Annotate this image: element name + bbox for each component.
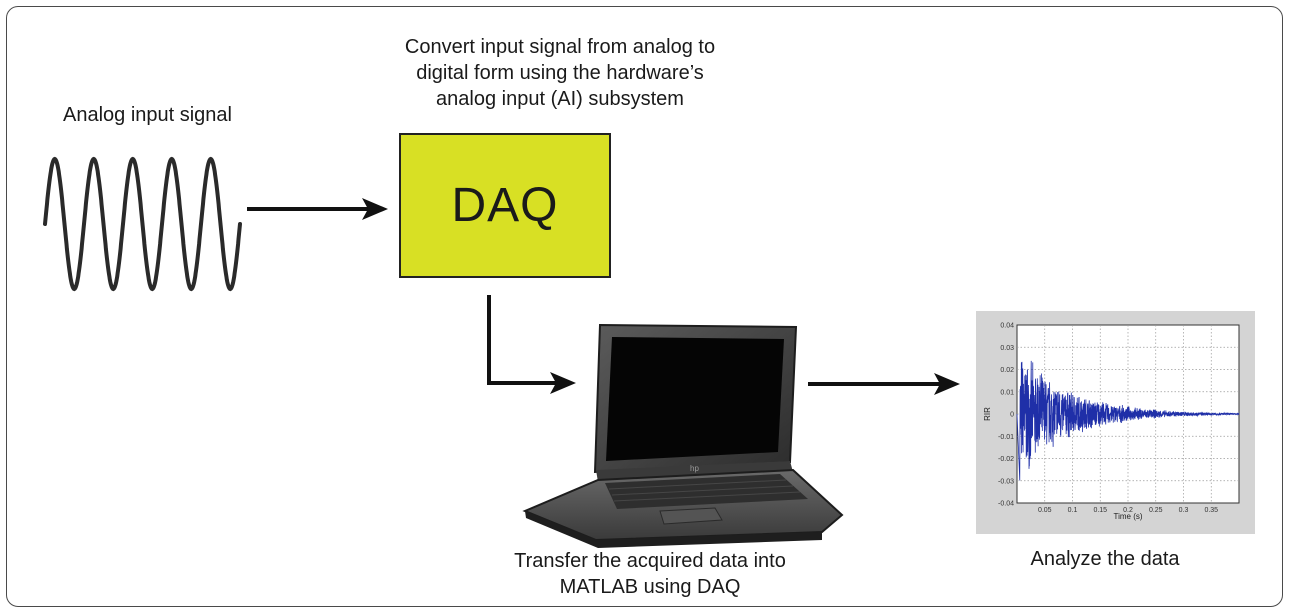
chart-y-axis-label: RIR [983,407,992,421]
arrow-laptop-to-chart [808,373,960,395]
chart-x-tick-label: 0.3 [1179,507,1189,514]
chart-y-tick-label: -0.01 [998,434,1014,441]
chart-x-axis-label: Time (s) [1113,512,1142,521]
chart-y-tick-label: 0.04 [1000,323,1014,330]
transfer-line-2: MATLAB using DAQ [559,576,741,598]
chart-y-tick-label: 0.02 [1000,367,1014,374]
chart-x-tick-label: 0.2 [1123,507,1133,514]
laptop-screen [606,337,784,461]
transfer-line-1: Transfer the acquired data into [514,550,786,572]
chart-x-tick-label: 0.35 [1204,507,1218,514]
chart-y-tick-label: 0 [1010,412,1014,419]
chart-y-tick-label: -0.04 [998,501,1014,508]
convert-line-2: digital form using the hardware’s [416,62,704,84]
convert-line-3: analog input (AI) subsystem [436,88,684,110]
daq-label: DAQ [451,179,559,232]
laptop-image: hp [522,323,844,548]
chart-y-tick-label: 0.03 [1000,345,1014,352]
chart-x-tick-label: 0.15 [1093,507,1107,514]
analog-input-label: Analog input signal [62,104,232,126]
chart-y-ticks: 0.04 0.03 0.02 0.01 0 -0.01 -0.02 -0.03 -0.04 [998,323,1014,508]
transfer-description: Transfer the acquired data into MATLAB u… [440,548,860,600]
analog-signal-waveform [43,156,242,292]
rir-chart: 0.04 0.03 0.02 0.01 0 -0.01 -0.02 -0.03 -0.04 0.… [976,311,1255,534]
laptop-keyboard [605,474,808,509]
chart-y-tick-label: 0.01 [1000,389,1014,396]
arrow-signal-to-daq [247,198,388,220]
convert-description: Convert input signal from analog to digi… [350,34,770,112]
chart-x-tick-label: 0.25 [1149,507,1163,514]
laptop-touchpad [659,507,723,525]
rir-series-line [1016,360,1240,481]
diagram-frame [6,6,1283,607]
chart-x-tick-label: 0.05 [1038,507,1052,514]
daq-box: DAQ [399,133,611,278]
arrow-daq-to-laptop [487,295,576,394]
chart-x-tick-label: 0.1 [1068,507,1078,514]
chart-x-ticks: 0.05 0.1 0.15 0.2 0.25 0.3 0.35 [1038,507,1218,514]
laptop-brand-mark: hp [690,464,699,473]
chart-y-tick-label: -0.02 [998,456,1014,463]
analyze-label: Analyze the data [1030,548,1180,570]
chart-y-tick-label: -0.03 [998,478,1014,485]
convert-line-1: Convert input signal from analog to [404,36,716,58]
